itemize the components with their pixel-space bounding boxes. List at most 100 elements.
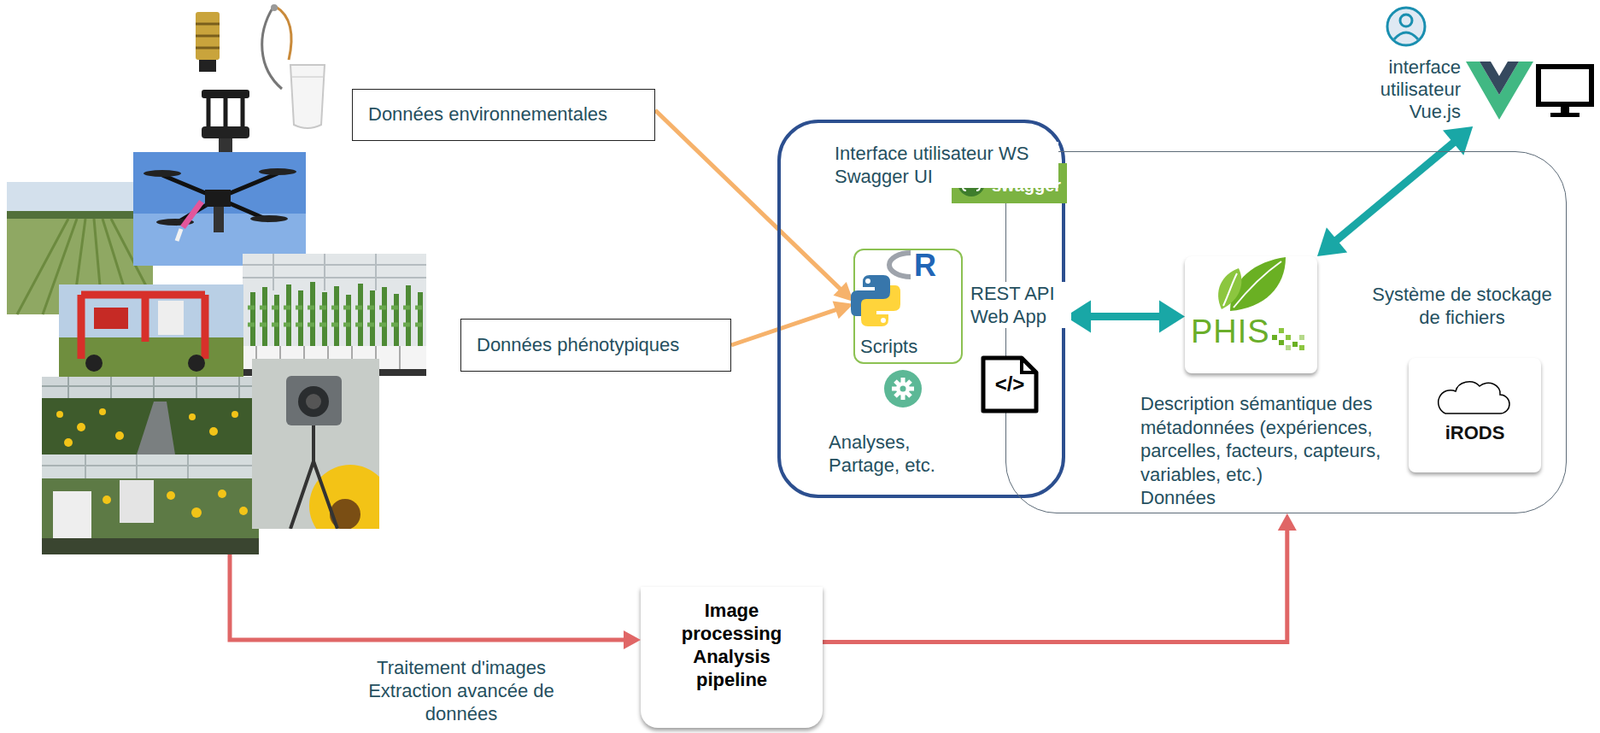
- vue-logo: [1465, 61, 1534, 120]
- node-text: swagger: [991, 175, 1061, 196]
- greenhouse-photo: [247, 307, 427, 325]
- robot-photo: [217, 489, 227, 499]
- node-text: Analyses, Partage, etc.: [828, 430, 957, 477]
- user-icon: [1394, 32, 1419, 40]
- sunflower-greenhouse-photo: [41, 376, 253, 455]
- drone-photo: [205, 189, 231, 207]
- connector: [822, 513, 1297, 642]
- user-icon: [1387, 7, 1425, 46]
- robot-photo: [119, 480, 154, 523]
- connector: [1065, 299, 1185, 333]
- monitor-icon: [1538, 66, 1592, 105]
- node-text: Scripts: [860, 334, 918, 358]
- connector-line: [822, 525, 1288, 642]
- phis-pixels: [1285, 345, 1291, 351]
- sunflower-greenhouse-photo: [41, 376, 253, 399]
- rain-gauge: [290, 64, 325, 129]
- gear-icon: [896, 381, 910, 396]
- r-logo-letter: R: [914, 250, 937, 282]
- connector: [731, 300, 854, 346]
- web-service-panel: Interface utilisateur WS Swagger UIREST …: [777, 119, 1066, 499]
- sunflower-greenhouse-photo: [99, 408, 106, 416]
- pipeline-card: Image processing Analysis pipeline: [640, 586, 823, 728]
- robot-photo: [191, 507, 202, 518]
- code-file-icon: [983, 357, 1037, 411]
- sunflower-greenhouse-photo: [41, 376, 253, 399]
- phis-pixels: [1271, 334, 1278, 340]
- text-frame: Données: [1140, 486, 1216, 510]
- temperature-sensor: [195, 23, 220, 48]
- robot-photo: [102, 489, 248, 518]
- text-frame: iRODS: [1408, 421, 1542, 445]
- robot-photo: [41, 538, 259, 555]
- node-text: REST API Web App: [970, 281, 1072, 329]
- probe-sensor: [262, 4, 292, 89]
- sunflower-greenhouse-photo: [56, 410, 64, 418]
- field-machine-photo: [93, 307, 129, 329]
- greenhouse-photo: [252, 281, 421, 347]
- drone-photo: [176, 228, 182, 241]
- robot-photo: [41, 454, 259, 479]
- text-frame: </>: [983, 372, 1037, 397]
- camera-photo: [290, 425, 338, 529]
- anemometer: [201, 126, 250, 139]
- temperature-sensor: [195, 11, 220, 72]
- probe-sensor: [275, 6, 292, 60]
- phis-leaves: [1223, 261, 1282, 308]
- python-logo: [865, 278, 871, 284]
- node-text: Données environnementales: [368, 102, 608, 126]
- text-frame: swagger: [991, 175, 1069, 196]
- swagger-badge: [967, 182, 970, 186]
- node-text: Description sémantique des métadonnées (…: [1140, 392, 1407, 487]
- user-icon: [1400, 14, 1413, 27]
- phis-pixels: [1292, 341, 1298, 347]
- greenhouse-photo: [242, 253, 427, 376]
- rain-gauge: [292, 76, 323, 78]
- probe-sensor: [262, 6, 282, 89]
- phis-pixels: [1299, 334, 1305, 340]
- vue-logo: [1465, 61, 1534, 120]
- node-text: Données phénotypiques: [476, 333, 680, 357]
- cloud-icon: [1438, 381, 1510, 414]
- monitor-icon: [1538, 66, 1592, 118]
- drone-photo: [143, 169, 182, 177]
- cloud-icon: [1438, 381, 1510, 414]
- phis-pixels: [1299, 345, 1305, 351]
- node-text: Image processing Analysis pipeline: [674, 598, 789, 692]
- field-machine-photo: [85, 354, 103, 372]
- arrowhead: [833, 281, 855, 302]
- node-text: Système de stockage de fichiers: [1365, 282, 1559, 329]
- sunflower-greenhouse-photo: [209, 427, 218, 436]
- r-logo-ring: [889, 252, 911, 277]
- drone-photo: [250, 215, 288, 223]
- arrowhead: [1317, 227, 1348, 257]
- gear-icon: [884, 369, 922, 408]
- connector-line: [655, 110, 844, 293]
- field-photo: [6, 210, 153, 219]
- drone-photo: [182, 201, 202, 228]
- sunflower-greenhouse-photo: [188, 413, 196, 421]
- text-frame: Scripts: [860, 334, 918, 358]
- gear-icon: [891, 377, 915, 400]
- camera-photo: [286, 375, 342, 426]
- rain-gauge: [290, 64, 325, 129]
- sunflower-greenhouse-photo: [115, 431, 124, 440]
- camera-photo: [305, 393, 322, 410]
- temperature-sensor: [195, 11, 220, 60]
- python-logo: [861, 285, 901, 327]
- temperature-sensor: [199, 59, 217, 72]
- code-file-icon: [983, 357, 1037, 411]
- gear-icon: [900, 386, 907, 393]
- drone-photo: [133, 152, 306, 266]
- text-frame: REST API Web App: [970, 281, 1072, 329]
- monitor-icon: [1550, 112, 1580, 118]
- robot-photo: [41, 454, 259, 555]
- anemometer: [218, 138, 233, 153]
- anemometer: [201, 89, 250, 99]
- connector: [1317, 126, 1473, 257]
- greenhouse-photo: [242, 253, 427, 376]
- arrowhead: [1277, 513, 1297, 531]
- swagger-badge: [957, 169, 985, 197]
- image-flow-line: [229, 554, 641, 650]
